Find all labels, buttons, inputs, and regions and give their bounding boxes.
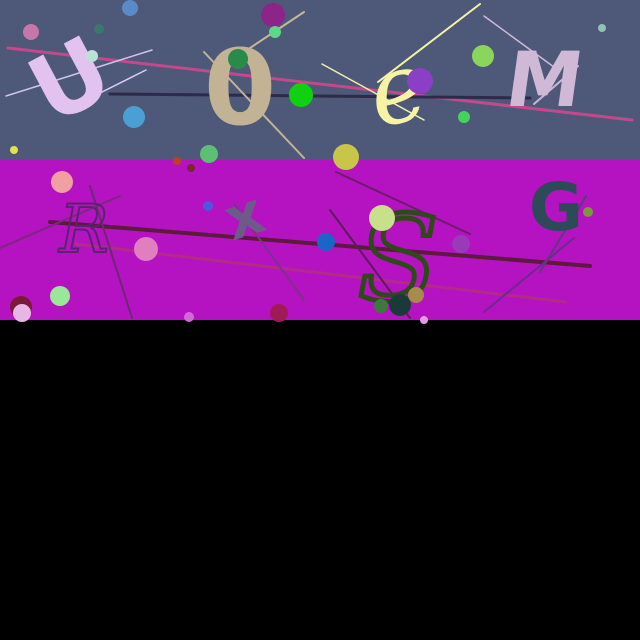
noise-line [321,63,425,121]
top-noise-dots [10,0,606,170]
noise-dot [122,0,138,16]
noise-line [89,185,133,319]
noise-dot [269,26,281,38]
noise-dot [134,237,158,261]
noise-dot [458,111,470,123]
noise-dot [420,316,428,324]
noise-dot [389,294,411,316]
noise-dot [407,68,433,94]
noise-dot [123,106,145,128]
noise-dot [50,286,70,306]
noise-line [335,171,471,235]
noise-dot [203,201,213,211]
captcha-glyph-m: M [501,36,589,125]
noise-dot [94,24,104,34]
noise-line [0,195,121,249]
noise-line [69,69,147,109]
noise-line [108,92,532,100]
noise-dot [270,304,288,322]
noise-line [74,242,568,304]
noise-dot [184,312,194,322]
noise-dot [200,145,218,163]
noise-dot [408,287,424,303]
noise-dot [261,3,285,27]
noise-line [539,195,587,273]
captcha-glyph-zero: 0 [204,27,276,149]
noise-dot [13,304,31,322]
noise-dot [23,24,39,40]
noise-dot [374,299,388,313]
noise-dot [289,83,313,107]
noise-line [5,49,153,97]
noise-dot [228,49,248,69]
noise-dot [333,144,359,170]
noise-line [233,203,305,301]
captcha-glyph-r: R [58,191,109,268]
noise-dot [10,146,18,154]
noise-dot [369,205,395,231]
noise-dot [51,171,73,193]
noise-dot [583,207,593,217]
noise-dot [452,235,470,253]
top-noise-lines [5,3,634,159]
bottom-noise-dots [10,157,593,324]
noise-line [6,46,634,122]
top-band [0,0,640,160]
noise-line [483,237,575,313]
noise-dot [173,157,181,165]
noise-dot [472,45,494,67]
noise-line [533,65,579,105]
noise-line [483,15,559,71]
noise-dot [317,233,335,251]
noise-line [203,51,305,159]
noise-line [377,3,481,83]
noise-dot [187,164,195,172]
noise-dot [86,50,98,62]
captcha-glyph-g: G [529,169,583,246]
noise-dot [598,24,606,32]
